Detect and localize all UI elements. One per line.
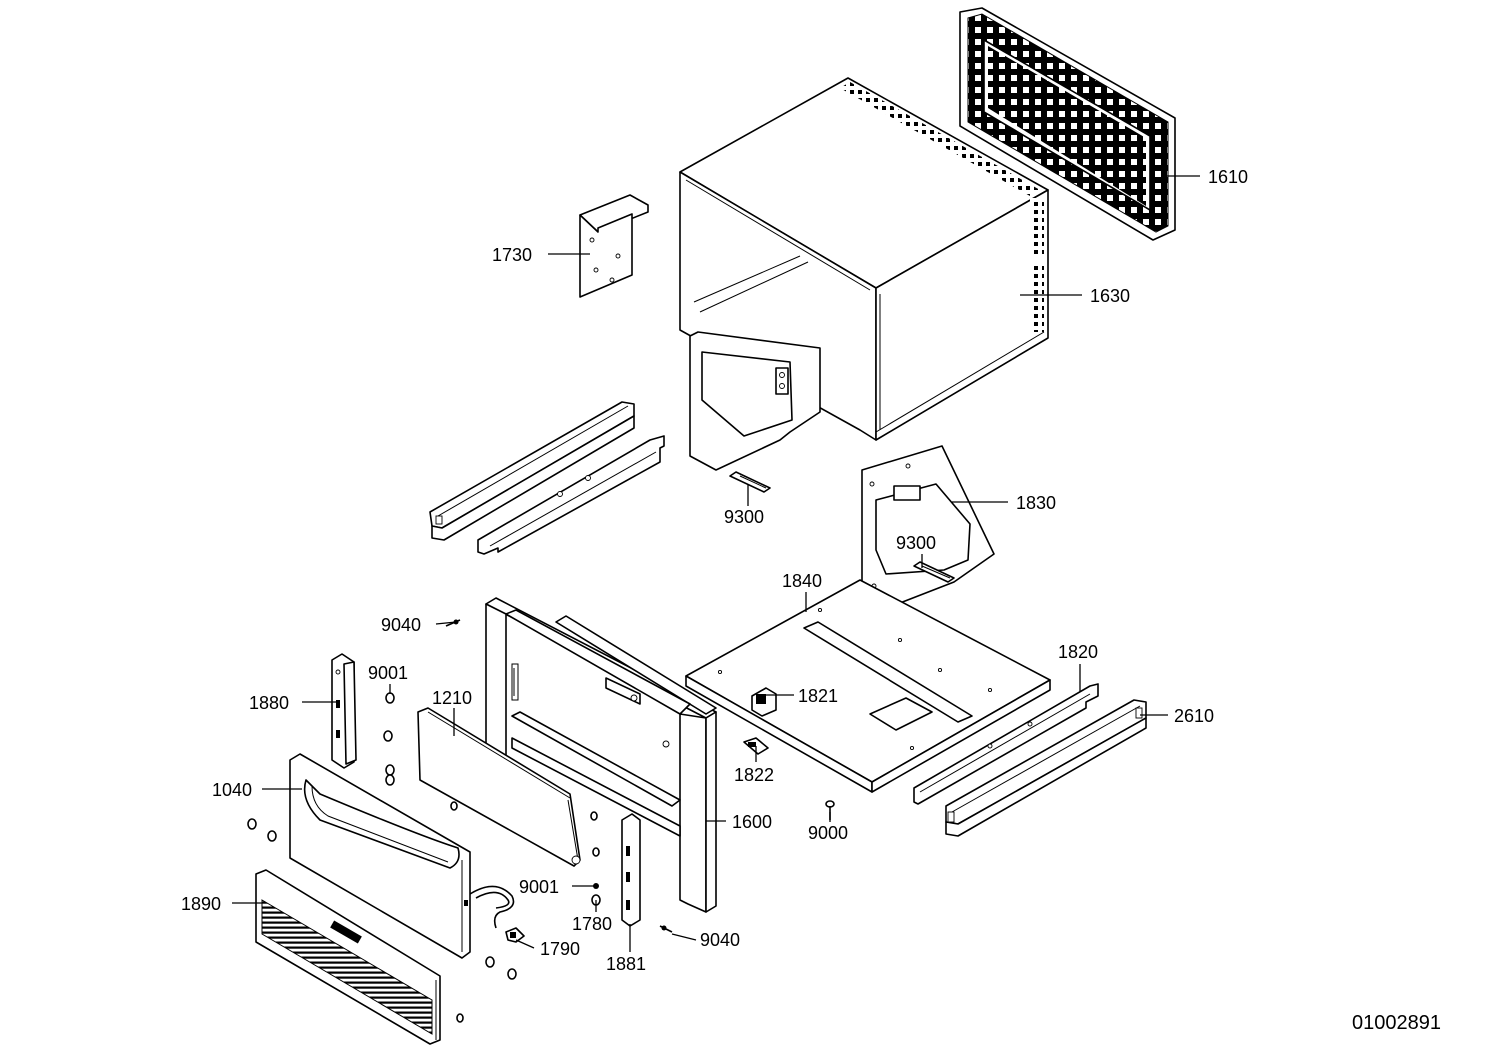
base-plate-1840 [685, 579, 1051, 793]
label-9001-upper: 9001 [368, 663, 408, 683]
lower-panel-1890 [255, 869, 441, 1045]
cable-1790 [469, 885, 525, 943]
label-9040-upper: 9040 [381, 615, 421, 635]
front-frame-1600 [485, 597, 717, 913]
outer-hood-1630 [679, 77, 1049, 441]
label-9000: 9000 [808, 823, 848, 843]
label-1820: 1820 [1058, 642, 1098, 662]
glass-panel-1210 [417, 707, 581, 867]
label-1880: 1880 [249, 693, 289, 713]
left-side-plate [689, 331, 821, 471]
label-1822: 1822 [734, 765, 774, 785]
right-rail-1820 [913, 683, 1099, 805]
rear-mesh-panel-1610 [959, 7, 1176, 241]
label-1821: 1821 [798, 686, 838, 706]
screws-door-left [247, 818, 277, 842]
screws-9001-column [383, 692, 395, 786]
door-1040 [289, 753, 471, 959]
right-rail-2610 [945, 699, 1147, 837]
label-1610: 1610 [1208, 167, 1248, 187]
left-slide-rails [429, 401, 665, 555]
label-9300-lower: 9300 [896, 533, 936, 553]
label-1890: 1890 [181, 894, 221, 914]
label-1840: 1840 [782, 571, 822, 591]
right-side-panel-1830 [861, 445, 995, 611]
label-1881: 1881 [606, 954, 646, 974]
bar-9300-lower [913, 561, 955, 583]
label-9001-lower: 9001 [519, 877, 559, 897]
label-1730: 1730 [492, 245, 532, 265]
label-1830: 1830 [1016, 493, 1056, 513]
label-1040: 1040 [212, 780, 252, 800]
hinge-1881 [621, 813, 641, 927]
label-9040-lower: 9040 [700, 930, 740, 950]
label-1780: 1780 [572, 914, 612, 934]
label-1600: 1600 [732, 812, 772, 832]
document-number: 01002891 [1352, 1012, 1441, 1034]
label-2610: 2610 [1174, 706, 1214, 726]
label-1790: 1790 [540, 939, 580, 959]
label-1630: 1630 [1090, 286, 1130, 306]
leader-lines [232, 175, 1200, 952]
screw-9040-lower [659, 925, 673, 933]
label-1210: 1210 [432, 688, 472, 708]
callout-labels: 1610 1630 1730 9300 1830 9300 1840 9040 … [181, 167, 1248, 974]
bracket-1730 [579, 194, 649, 298]
hinge-1880 [331, 653, 357, 769]
label-9300-upper: 9300 [724, 507, 764, 527]
bar-9300-upper [729, 471, 771, 493]
